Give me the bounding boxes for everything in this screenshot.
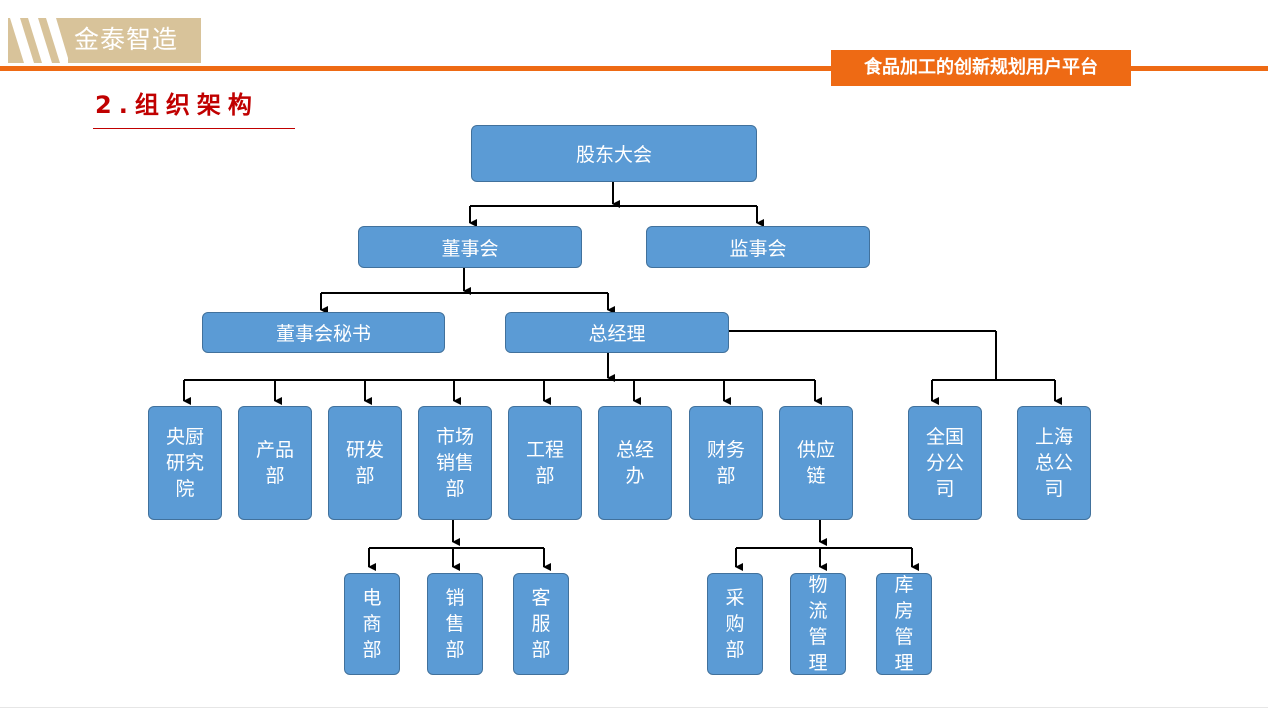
- header-divider: [0, 66, 1268, 71]
- logo-stripes-icon: [10, 18, 68, 63]
- node-sub-logistics: 物流管理: [790, 573, 846, 675]
- dept-label: 财务部: [706, 439, 745, 487]
- node-sub-customer-service: 客服部: [513, 573, 569, 675]
- node-sub-warehouse: 库房管理: [876, 573, 932, 675]
- node-general-manager: 总经理: [505, 312, 729, 353]
- node-dept-central-kitchen: 央厨研究院: [148, 406, 222, 520]
- sub-label: 物流管理: [808, 574, 828, 674]
- dept-label: 供应链: [796, 439, 835, 487]
- dept-label: 产品部: [255, 439, 294, 487]
- node-board-secretary-label: 董事会秘书: [275, 323, 371, 345]
- node-dept-rnd: 研发部: [328, 406, 402, 520]
- section-title-underline: [93, 128, 295, 129]
- node-board: 董事会: [358, 226, 582, 268]
- node-dept-product: 产品部: [238, 406, 312, 520]
- section-title: 2.组织架构: [95, 91, 259, 119]
- node-general-manager-label: 总经理: [588, 323, 646, 345]
- logo-text: 金泰智造: [74, 25, 179, 54]
- dept-label: 研发部: [345, 439, 384, 487]
- node-dept-supply-chain: 供应链: [779, 406, 853, 520]
- sub-label: 电商部: [362, 587, 382, 661]
- node-branch-national: 全国分公司: [908, 406, 982, 520]
- sub-label: 销售部: [445, 587, 465, 661]
- dept-label: 工程部: [525, 439, 564, 487]
- node-dept-finance: 财务部: [689, 406, 763, 520]
- node-supervisors: 监事会: [646, 226, 870, 268]
- node-shareholders: 股东大会: [471, 125, 757, 182]
- node-sub-sales: 销售部: [427, 573, 483, 675]
- sub-label: 客服部: [531, 587, 551, 661]
- node-shareholders-label: 股东大会: [575, 144, 652, 166]
- node-dept-marketing: 市场销售部: [418, 406, 492, 520]
- node-branch-shanghai: 上海总公司: [1017, 406, 1091, 520]
- platform-tag: 食品加工的创新规划用户平台: [831, 50, 1131, 86]
- dept-label: 央厨研究院: [165, 426, 204, 500]
- footer-divider: [0, 707, 1268, 708]
- dept-label: 总经办: [615, 439, 654, 487]
- dept-label: 市场销售部: [435, 426, 474, 500]
- node-dept-engineering: 工程部: [508, 406, 582, 520]
- node-supervisors-label: 监事会: [729, 237, 787, 260]
- node-dept-gm-office: 总经办: [598, 406, 672, 520]
- node-sub-purchasing: 采购部: [707, 573, 763, 675]
- node-board-secretary: 董事会秘书: [202, 312, 445, 353]
- sub-label: 采购部: [725, 587, 745, 661]
- node-board-label: 董事会: [441, 237, 499, 260]
- branch-label: 上海总公司: [1034, 426, 1073, 500]
- branch-label: 全国分公司: [925, 426, 964, 500]
- sub-label: 库房管理: [894, 574, 914, 674]
- node-sub-ecommerce: 电商部: [344, 573, 400, 675]
